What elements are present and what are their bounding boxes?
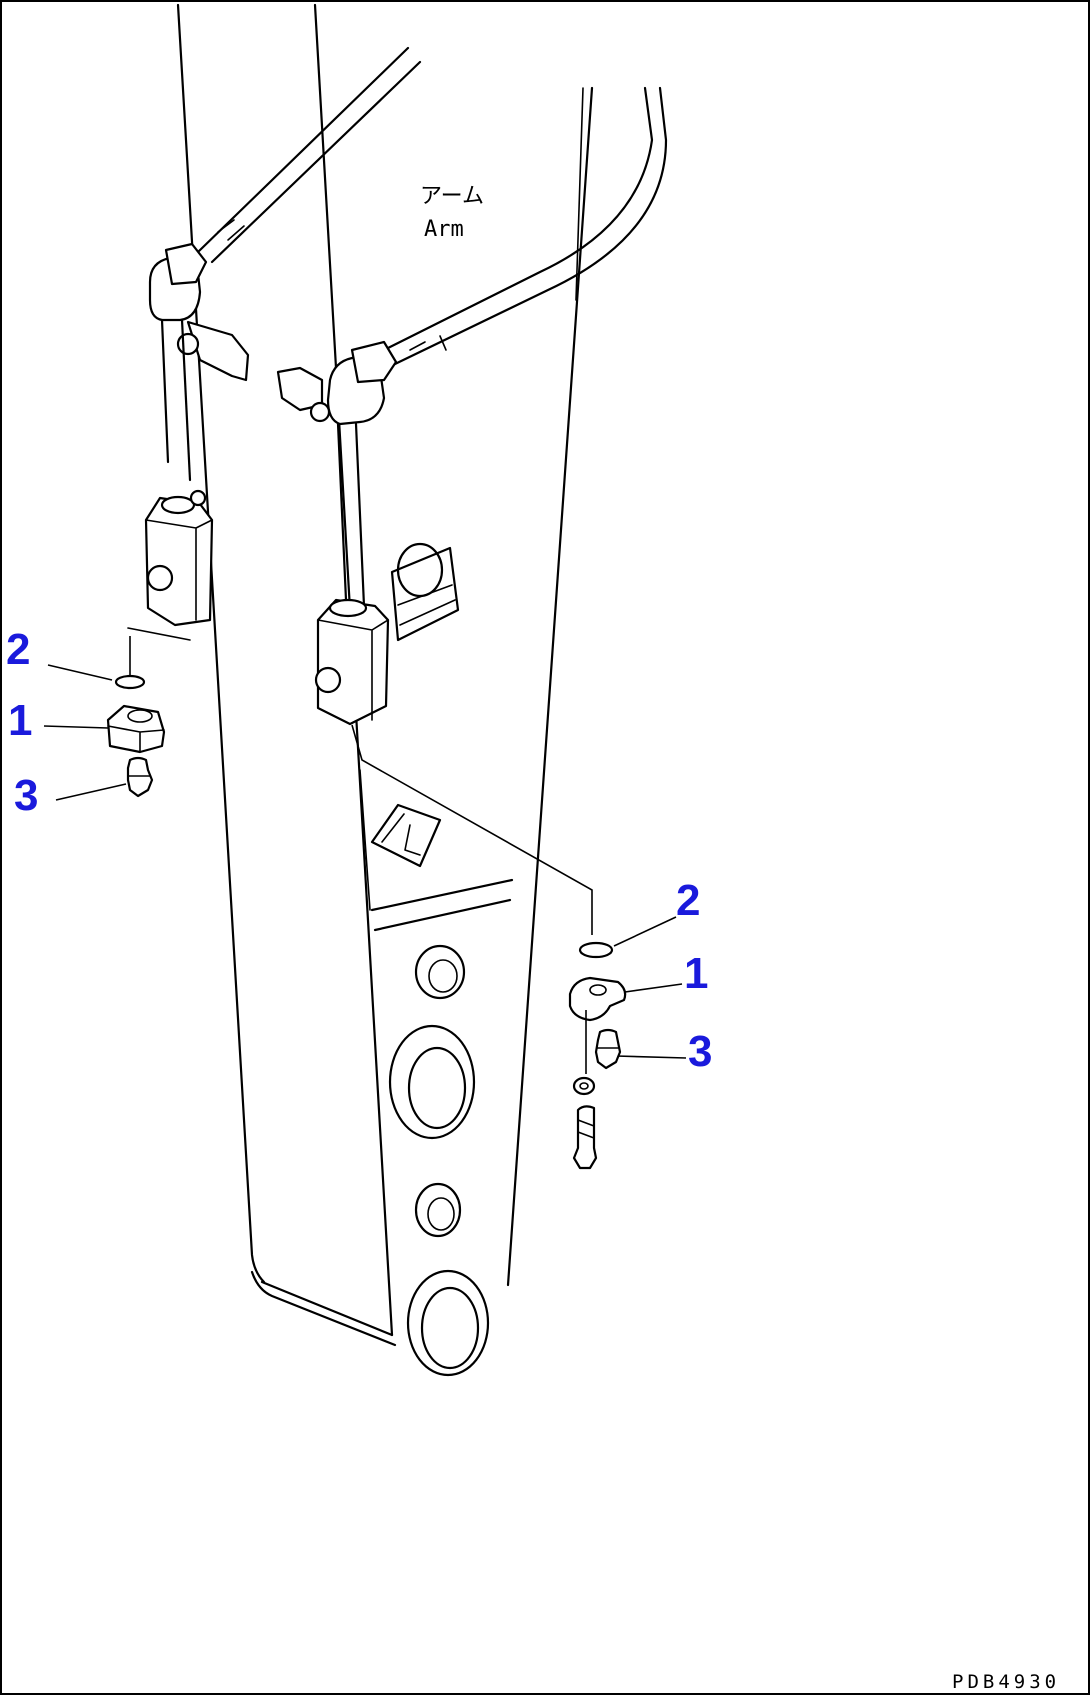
arm-label-jp: アーム — [420, 184, 484, 209]
callout-right-1: 1 — [684, 949, 708, 998]
left-fitting-assembly — [127, 242, 250, 641]
callout-left-2: 2 — [6, 625, 30, 674]
arm-right-edge — [506, 86, 594, 1287]
arm-body — [176, 3, 594, 1347]
arm-bracket — [370, 803, 442, 868]
arm-label-en: Arm — [424, 217, 464, 242]
drawing-code: PDB4930 — [952, 1671, 1060, 1693]
callout-right-3: 3 — [688, 1027, 712, 1076]
callout-right-2: 2 — [676, 876, 700, 925]
right-parts — [568, 916, 687, 1170]
arm-bosses — [388, 944, 490, 1377]
arm-left-edge — [176, 3, 266, 1284]
left-parts — [43, 636, 166, 801]
callout-left-3: 3 — [14, 771, 38, 820]
grease-hoses — [196, 46, 668, 366]
right-fitting-assembly — [276, 340, 593, 935]
callout-left-1: 1 — [8, 696, 32, 745]
